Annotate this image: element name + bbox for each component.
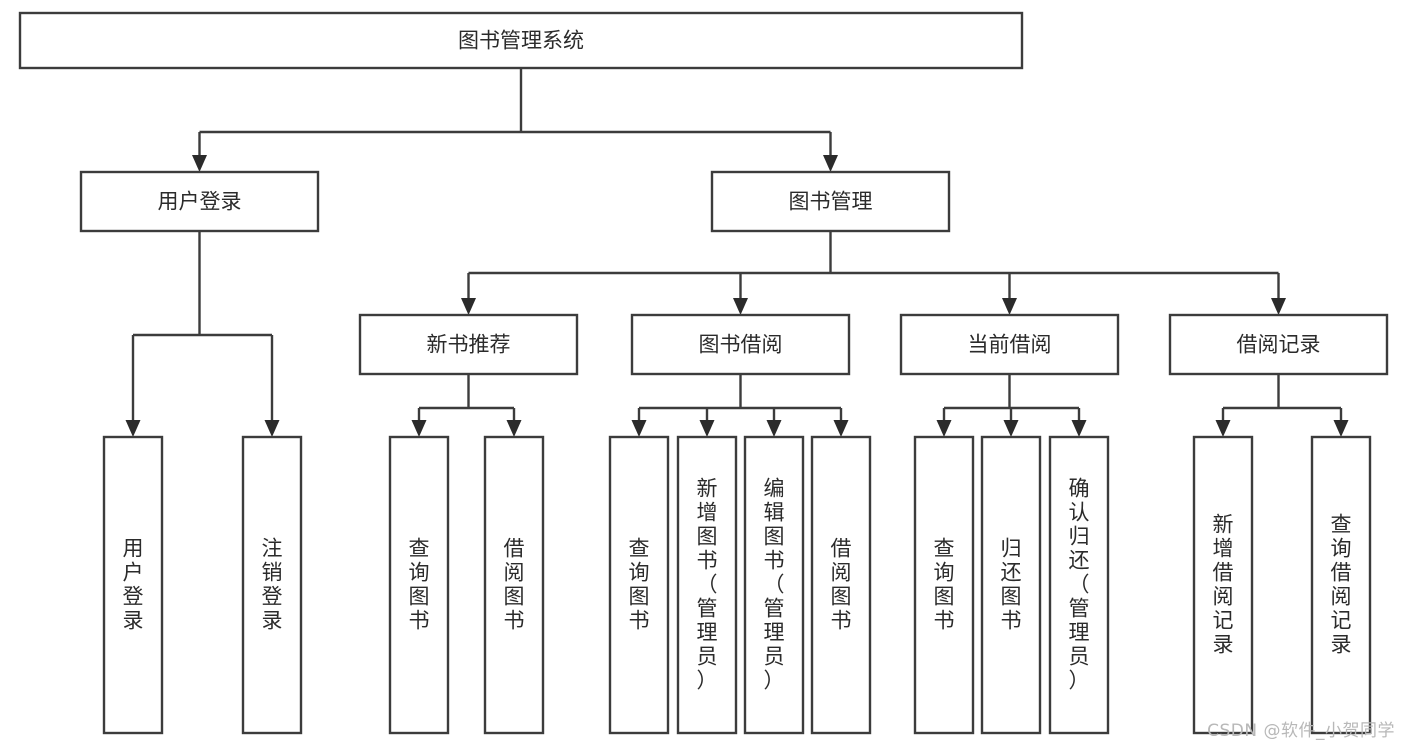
leaf-query-record-box[interactable] — [1310, 435, 1372, 735]
to-leaf-query-book-1-arrowhead — [411, 420, 427, 437]
leaf-confirm-return-label: 确认归还（管理员） — [1069, 477, 1090, 693]
user-login-label: 用户登录 — [158, 190, 242, 214]
leaf-query-book-2-box[interactable] — [608, 435, 670, 735]
user-login-box[interactable] — [79, 170, 320, 233]
borrow-record-label: 借阅记录 — [1237, 333, 1321, 357]
leaf-return-book-box[interactable] — [980, 435, 1042, 735]
leaf-borrow-book-2-box[interactable] — [810, 435, 872, 735]
to-leaf-query-book-3-arrowhead — [936, 420, 952, 437]
book-management-box[interactable] — [710, 170, 951, 233]
leaf-add-book-label: 新增图书（管理员） — [697, 477, 718, 693]
leaf-query-book-1-label: 查询图书 — [409, 537, 430, 633]
leaf-add-book-box[interactable] — [676, 435, 738, 735]
leaf-query-book-2-label: 查询图书 — [629, 537, 650, 633]
current-borrow-box[interactable] — [899, 313, 1120, 376]
leaf-confirm-return-box[interactable] — [1048, 435, 1110, 735]
to-leaf-borrow-book-1-arrowhead — [506, 420, 522, 437]
to-leaf-query-book-2-arrowhead — [631, 420, 647, 437]
to-leaf-user-logout-arrowhead — [264, 420, 280, 437]
to-leaf-confirm-return-arrowhead — [1071, 420, 1087, 437]
root-box[interactable] — [18, 11, 1024, 70]
book-borrow-box[interactable] — [630, 313, 851, 376]
leaf-add-record-box[interactable] — [1192, 435, 1254, 735]
leaf-return-book-label: 归还图书 — [1001, 537, 1022, 633]
book-borrow-label: 图书借阅 — [699, 333, 783, 357]
leaf-borrow-book-2-label: 借阅图书 — [831, 537, 852, 633]
to-leaf-return-book-arrowhead — [1003, 420, 1019, 437]
leaf-borrow-book-1-box[interactable] — [483, 435, 545, 735]
to-leaf-user-login-arrowhead — [125, 420, 141, 437]
leaf-user-login-label: 用户登录 — [123, 537, 144, 633]
to-leaf-query-record-arrowhead — [1333, 420, 1349, 437]
leaf-add-record-label: 新增借阅记录 — [1213, 513, 1234, 657]
leaf-borrow-book-1-label: 借阅图书 — [504, 537, 525, 633]
to-new-book-recommend-arrowhead — [461, 298, 476, 315]
root-label: 图书管理系统 — [458, 29, 584, 53]
book-management-label: 图书管理 — [789, 190, 873, 214]
to-book-borrow-arrowhead — [733, 298, 748, 315]
leaf-user-login-box[interactable] — [102, 435, 164, 735]
to-book-management-arrowhead — [823, 155, 838, 172]
new-book-recommend-label: 新书推荐 — [427, 333, 511, 357]
to-current-borrow-arrowhead — [1002, 298, 1017, 315]
leaf-user-logout-label: 注销登录 — [262, 537, 283, 633]
leaf-query-book-3-box[interactable] — [913, 435, 975, 735]
leaf-query-book-3-label: 查询图书 — [934, 537, 955, 633]
borrow-record-box[interactable] — [1168, 313, 1389, 376]
to-leaf-add-book-arrowhead — [699, 420, 715, 437]
current-borrow-label: 当前借阅 — [968, 333, 1052, 357]
to-leaf-borrow-book-2-arrowhead — [833, 420, 849, 437]
to-user-login-arrowhead — [192, 155, 207, 172]
to-leaf-add-record-arrowhead — [1215, 420, 1231, 437]
leaf-user-logout-box[interactable] — [241, 435, 303, 735]
leaf-edit-book-label: 编辑图书（管理员） — [764, 477, 785, 693]
leaf-edit-book-box[interactable] — [743, 435, 805, 735]
leaf-query-record-label: 查询借阅记录 — [1331, 513, 1352, 657]
leaf-query-book-1-box[interactable] — [388, 435, 450, 735]
to-leaf-edit-book-arrowhead — [766, 420, 782, 437]
to-borrow-record-arrowhead — [1271, 298, 1286, 315]
